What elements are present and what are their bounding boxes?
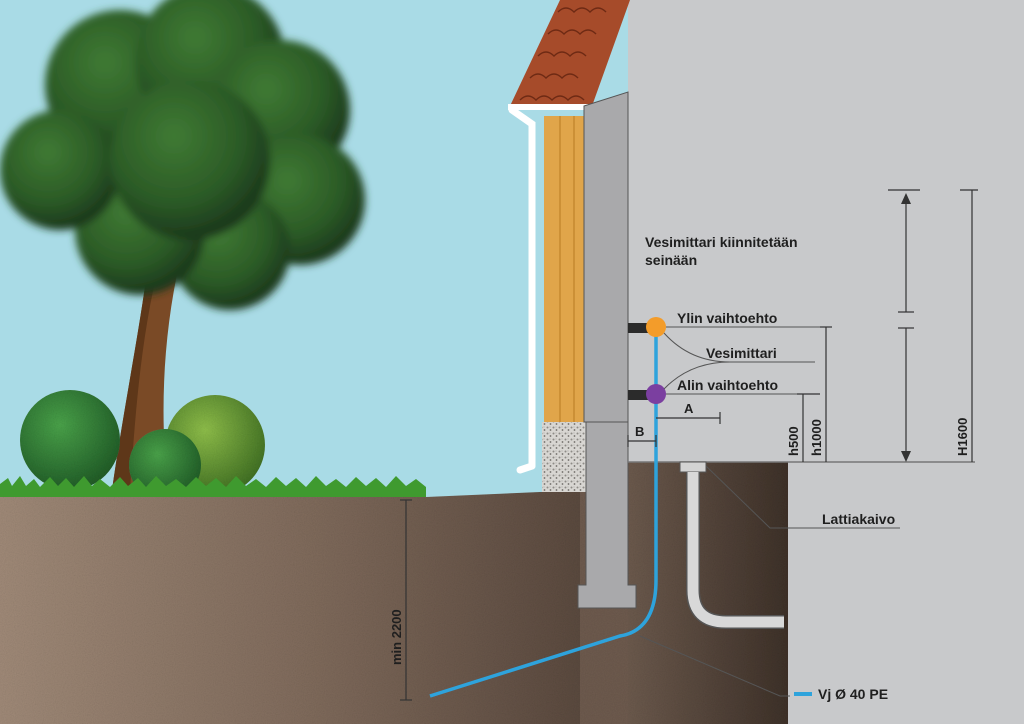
wall-cladding	[544, 116, 584, 422]
gravel-base	[542, 422, 586, 492]
dim-h1600-label: H1600	[955, 418, 970, 456]
arrow-up-icon	[901, 193, 911, 204]
meter-label: Vesimittari	[706, 345, 777, 361]
dimension-lines	[400, 189, 978, 701]
wall-note-line1: Vesimittari kiinnitetään	[645, 234, 798, 250]
foundation-wall	[577, 91, 637, 609]
leader-lines	[639, 326, 900, 697]
dim-min-depth-label: min 2200	[389, 609, 404, 665]
ground-soil	[0, 492, 580, 724]
roof	[508, 0, 630, 110]
pipe-legend-label: Vj Ø 40 PE	[818, 686, 888, 702]
under-floor-soil	[628, 462, 788, 724]
tree	[0, 0, 365, 490]
grass	[0, 476, 426, 500]
dim-h500-label: h500	[786, 426, 801, 456]
water-pipe	[429, 328, 658, 698]
lower-meter-option	[646, 384, 666, 404]
downspout	[508, 106, 536, 474]
upper-bracket	[628, 323, 648, 333]
wall-note-line2: seinään	[645, 252, 697, 268]
arrow-down-icon	[901, 451, 911, 462]
upper-option-label: Ylin vaihtoehto	[677, 310, 777, 326]
upper-meter-option	[646, 317, 666, 337]
lower-option-label: Alin vaihtoehto	[677, 377, 778, 393]
dim-a-label: A	[684, 401, 694, 416]
floor-drain-label: Lattiakaivo	[822, 511, 895, 527]
floor-drain	[679, 461, 784, 629]
dim-h1000-label: h1000	[809, 419, 824, 456]
dim-b-label: B	[635, 424, 644, 439]
bushes	[20, 390, 265, 501]
lower-bracket	[628, 390, 648, 400]
